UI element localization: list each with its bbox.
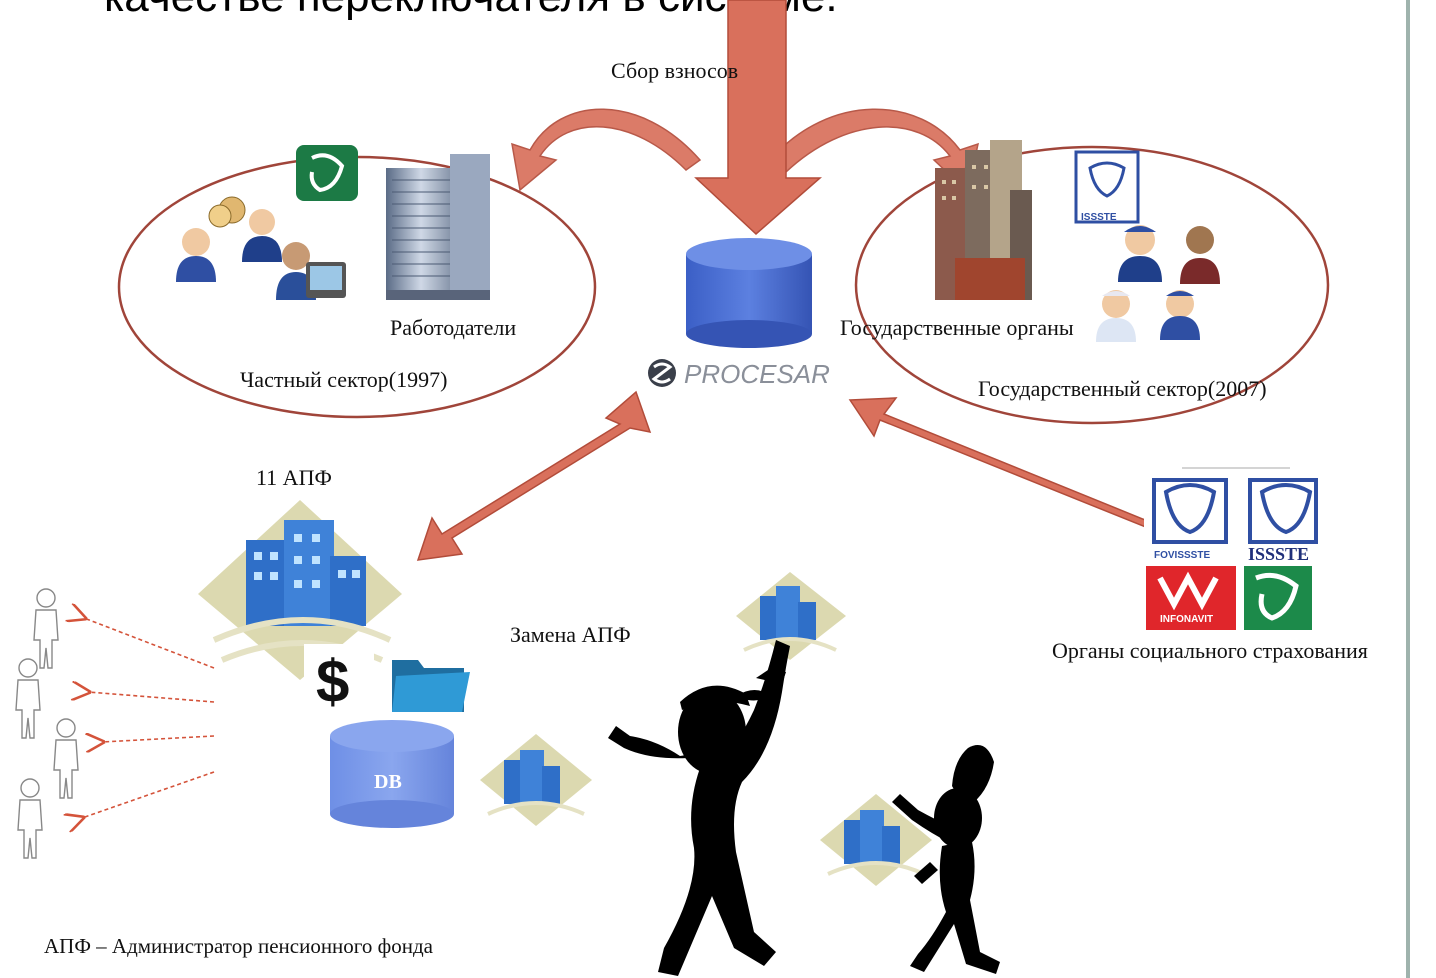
person-outline-icon	[33, 588, 59, 669]
small-building-icon-top	[736, 572, 846, 660]
dollar-icon: $	[304, 644, 374, 715]
business-people-icon	[176, 196, 346, 300]
apf-database-icon: DB	[330, 720, 454, 828]
contribution-arrow	[694, 0, 822, 236]
infonavit-logo-icon: INFONAVIT	[1146, 566, 1236, 630]
contribution-label: Сбор взносов	[611, 58, 739, 83]
person-outline-icon	[15, 658, 41, 739]
public-sector-label: Государственный сектор(2007)	[978, 376, 1267, 401]
person-outline-icon	[17, 778, 43, 859]
slide-title: качестве переключателя в системе.	[104, 0, 838, 22]
fovissste-logo-text: FOVISSSTE	[1154, 550, 1210, 561]
folder-icon	[392, 660, 470, 712]
gov-bodies-label: Государственные органы	[840, 315, 1074, 340]
db-label: DB	[374, 771, 402, 793]
person-outline-icon	[53, 718, 79, 799]
public-sector-ellipse	[854, 145, 1330, 425]
private-sector-label: Частный сектор(1997)	[240, 367, 448, 392]
procesar-logo: PROCESAR	[648, 359, 830, 389]
right-border-rule	[1406, 0, 1410, 978]
procesar-wordmark: PROCESAR	[684, 359, 830, 389]
social-bodies-label: Органы социального страхования	[1052, 638, 1368, 663]
issste-logo-icon: ISSSTE	[1074, 150, 1140, 224]
imss-logo-icon-2	[1244, 566, 1312, 630]
issste-logo-text-2: ISSSTE	[1248, 544, 1309, 564]
infonavit-logo-text: INFONAVIT	[1160, 614, 1213, 625]
city-buildings-icon	[935, 140, 1032, 300]
skyscraper-icon	[386, 154, 490, 300]
curved-arrow-left	[511, 108, 702, 192]
dashed-arrows	[82, 618, 215, 818]
issste-logo-text: ISSSTE	[1081, 212, 1117, 223]
footnote-abbreviation: АПФ – Администратор пенсионного фонда	[44, 934, 433, 958]
apf-change-label: Замена АПФ	[510, 622, 631, 647]
government-workers-icon	[1096, 225, 1220, 342]
procesar-database-icon	[686, 238, 812, 348]
imss-logo-icon	[296, 145, 358, 201]
person-outline-icons	[15, 588, 79, 859]
apf-building-icon	[198, 500, 402, 680]
employers-label: Работодатели	[390, 315, 517, 340]
social-insurance-logos: FOVISSSTE ISSSTE INFONAVIT	[1144, 467, 1318, 630]
fovissste-logo-icon: FOVISSSTE	[1144, 474, 1236, 564]
silhouette-figure-large	[608, 640, 790, 976]
small-building-icon-right	[820, 794, 932, 886]
silhouette-figure-small	[892, 745, 1000, 974]
apf-count-label: 11 АПФ	[256, 465, 332, 490]
small-building-icon-left	[480, 734, 592, 826]
svg-text:$: $	[316, 648, 349, 715]
double-arrow-procesar-apf	[416, 390, 652, 561]
issste-logo-icon-2: ISSSTE	[1244, 474, 1318, 564]
